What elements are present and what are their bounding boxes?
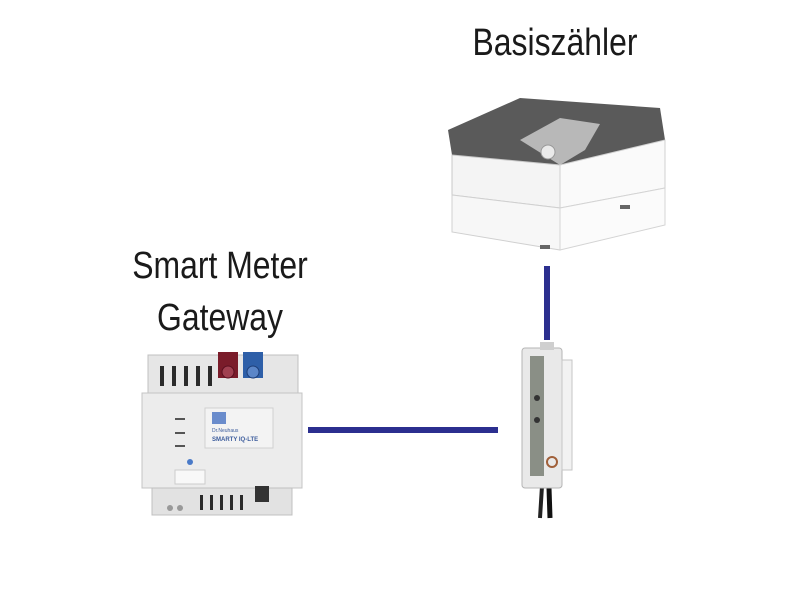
gateway-model-text: SMARTY IQ-LTE: [212, 437, 258, 443]
optical-adapter-image: [521, 342, 573, 519]
gateway-label-line1: Smart Meter: [132, 245, 308, 287]
gateway-label-line2: Gateway: [157, 297, 283, 339]
basiszaehler-meter-image: [448, 98, 666, 251]
meter-label: Basiszähler: [472, 22, 638, 64]
smart-meter-gateway-image: Dr.Neuhaus SMARTY IQ-LTE: [141, 352, 303, 516]
gateway-brand-text: Dr.Neuhaus: [212, 428, 239, 434]
